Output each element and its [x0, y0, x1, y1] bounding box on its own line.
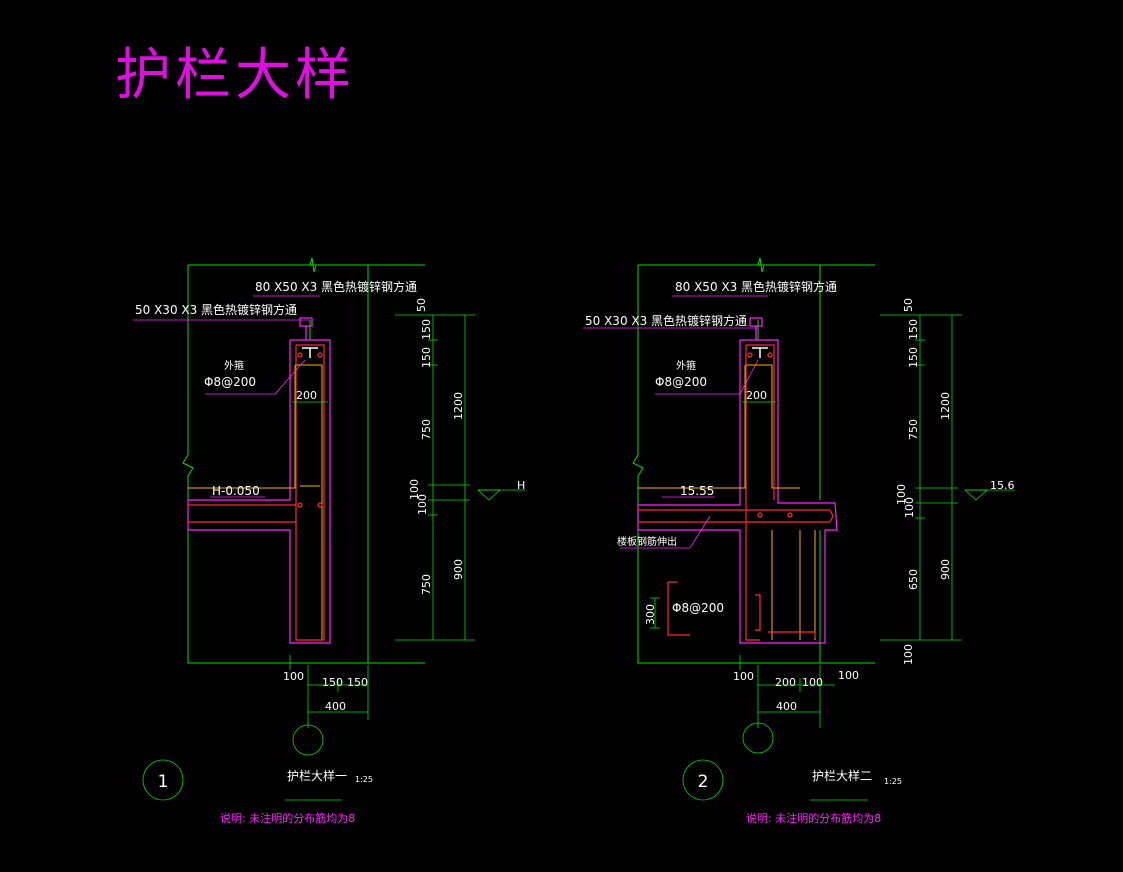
detail-2-label-rebar-spec: Φ8@200	[655, 375, 707, 389]
detail-2-outline	[632, 257, 875, 664]
dim-text: 1200	[939, 392, 952, 420]
dim-text: 50	[902, 298, 915, 312]
dim-text: 750	[420, 574, 433, 595]
detail-1: 80 X50 X3 黑色热镀锌钢方通 50 X30 X3 黑色热镀锌钢方通 外箍…	[133, 257, 525, 825]
detail-1-dim-wall-width: 200	[296, 389, 317, 402]
detail-1-level-text: H-0.050	[212, 484, 260, 498]
detail-2-scale: 1:25	[884, 777, 902, 786]
dim-text: 750	[420, 419, 433, 440]
dim-text: 150	[907, 347, 920, 368]
detail-2-label-rebar-outer: 外箍	[676, 359, 696, 372]
detail-2-label-bottom-rebar: Φ8@200	[672, 601, 724, 615]
detail-2-level-symbol: 15.6	[990, 479, 1015, 492]
detail-1-label-rebar-outer: 外箍	[224, 359, 244, 372]
detail-2: 80 X50 X3 黑色热镀锌钢方通 50 X30 X3 黑色热镀锌钢方通 外箍…	[583, 257, 1015, 825]
detail-2-leaders	[583, 295, 768, 549]
dim-text: 150	[420, 319, 433, 340]
detail-1-outline	[182, 257, 425, 664]
detail-1-dimension-lines	[142, 314, 525, 801]
dim-text: 100	[895, 484, 908, 505]
detail-1-concrete	[187, 317, 331, 644]
detail-2-name: 护栏大样二	[812, 768, 872, 783]
dim-text: 400	[776, 700, 797, 713]
dim-text: 900	[939, 559, 952, 580]
detail-1-label-rebar-spec: Φ8@200	[204, 375, 256, 389]
detail-1-name: 护栏大样一	[287, 768, 347, 783]
dim-text: 1200	[452, 392, 465, 420]
dim-text: 100	[903, 497, 916, 518]
detail-1-hidden-lines	[188, 364, 323, 640]
dim-text: 150	[347, 676, 368, 689]
dim-text: 50	[415, 298, 428, 312]
detail-2-label-steel-top: 80 X50 X3 黑色热镀锌钢方通	[675, 279, 837, 294]
dim-text: 100	[802, 676, 823, 689]
detail-1-level-symbol: H	[517, 479, 525, 492]
detail-1-note: 说明: 未注明的分布筋均为8	[220, 811, 355, 825]
detail-2-hidden-lines	[638, 364, 816, 640]
detail-2-dim-wall-width: 200	[746, 389, 767, 402]
detail-2-dim-left: 300	[644, 604, 657, 625]
detail-2-concrete	[637, 317, 838, 644]
dim-text: 100	[416, 494, 429, 515]
detail-2-label-steel-side: 50 X30 X3 黑色热镀锌钢方通	[585, 313, 747, 328]
detail-1-steel-section	[302, 347, 318, 358]
detail-1-label-steel-top: 80 X50 X3 黑色热镀锌钢方通	[255, 279, 417, 294]
dim-text: 150	[322, 676, 343, 689]
dim-text: 100	[733, 670, 754, 683]
detail-2-level-text: 15.55	[680, 484, 714, 498]
detail-1-number: 1	[158, 772, 169, 792]
dim-text: 650	[907, 569, 920, 590]
detail-2-steel-section	[752, 347, 768, 358]
detail-1-scale: 1:25	[355, 775, 373, 784]
dim-text: 150	[420, 347, 433, 368]
detail-2-label-extension: 楼板钢筋伸出	[617, 535, 677, 548]
drawing-title: 护栏大样	[115, 43, 355, 108]
dim-text: 400	[325, 700, 346, 713]
detail-1-label-steel-side: 50 X30 X3 黑色热镀锌钢方通	[135, 302, 297, 317]
detail-2-rebar	[638, 344, 834, 641]
dim-text: 100	[902, 644, 915, 665]
dim-text: 100	[838, 669, 859, 682]
detail-2-dimension-lines	[650, 314, 1015, 801]
dim-text: 100	[408, 479, 421, 500]
detail-1-leaders	[133, 295, 320, 498]
dim-text: 100	[283, 670, 304, 683]
dim-text: 150	[907, 319, 920, 340]
dim-text: 200	[775, 676, 796, 689]
detail-2-note: 说明: 未注明的分布筋均为8	[746, 811, 881, 825]
dim-text: 750	[907, 419, 920, 440]
dim-text: 900	[452, 559, 465, 580]
detail-2-number: 2	[698, 772, 709, 792]
detail-1-rebar	[188, 344, 325, 641]
